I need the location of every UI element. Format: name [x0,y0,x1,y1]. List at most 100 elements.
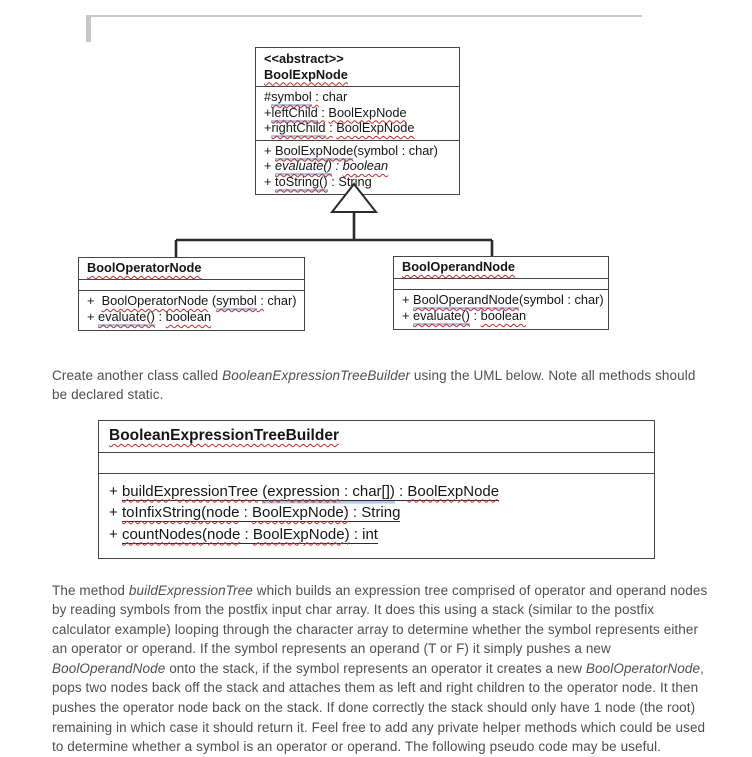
text-segment: (symbol : char) [519,292,604,307]
text-segment: (symbol : char) [353,142,438,158]
uml-class-title: BoolOperatorNode [79,258,304,279]
uml-class-name: BoolExpNode [264,67,451,83]
text-segment: countNodes(node [121,525,241,544]
frame-border-top [86,15,642,17]
uml-member-line: +leftChild : BoolExpNode [264,105,451,121]
description-paragraph: The method buildExpressionTree which bui… [52,581,708,757]
text-segment: : [317,104,325,120]
text-segment: toString() [275,173,328,189]
text-segment: : [239,504,253,522]
uml-class-booloperandnode: BoolOperandNode + BoolOperandNode(symbol… [393,256,609,330]
text-segment: : String [348,504,401,522]
text-segment: Create another class called [52,367,223,383]
uml-member-line: + toString() : String [264,174,451,190]
uml-class-name: BooleanExpressionTreeBuilder [109,425,644,447]
uml-member-line: + toInfixString(node : BoolExpNode) : St… [109,502,644,524]
text-segment: + [264,158,276,173]
text-segment: : [154,309,166,324]
uml-class-name: BoolOperatorNode [87,260,296,276]
text-segment: + [264,173,276,189]
text-segment: : [331,158,343,173]
instruction-paragraph: Create another class called BooleanExpre… [52,366,704,405]
text-segment: BoolExpNode) [252,504,349,522]
text-segment: + [264,104,272,120]
text-segment: : int [349,525,378,544]
uml-class-title: BooleanExpressionTreeBuilder [99,421,654,452]
uml-class-boolexpnode: <<abstract>> BoolExpNode #symbol : char+… [255,47,460,195]
text-segment: BoolOperatorNode [101,293,209,308]
text-segment: BoolExpNode [264,66,348,82]
text-segment: : char[]) [339,482,395,501]
text-segment: boolean [342,158,389,173]
uml-class-title: <<abstract>> BoolExpNode [256,48,459,86]
uml-class-title: BoolOperandNode [394,257,608,278]
uml-member-line: + evaluate() : boolean [402,308,600,324]
text-segment: BoolExpNode [336,120,415,135]
text-segment: BooleanExpressionTreeBuilder [222,367,411,383]
text-segment: <<abstract>> [264,51,344,66]
text-segment: + [264,120,272,135]
text-segment: buildExpressionTree [121,482,259,501]
uml-fields-section-empty [79,279,304,290]
text-segment: symbol [216,293,257,308]
text-segment: which builds an expression tree comprise… [52,582,708,657]
text-segment: symbol [271,89,312,104]
text-segment: BoolExpNode [407,482,500,501]
uml-stereotype: <<abstract>> [264,51,451,67]
text-segment: BoolOperandNode [413,292,520,307]
uml-member-line: + BoolOperandNode(symbol : char) [402,292,604,308]
uml-methods-section: + buildExpressionTree (expression : char… [99,472,654,559]
text-segment: BoolOperandNode [402,259,516,274]
text-segment: + [264,142,276,158]
text-segment: BoolOperatorNode [87,260,202,275]
text-segment: # [264,89,272,104]
uml-member-line: + buildExpressionTree (expression : char… [109,481,644,503]
uml-class-name: BoolOperandNode [402,259,600,275]
text-segment: : [469,308,481,323]
text-segment: buildExpressionTree [128,582,253,598]
uml-member-line: + evaluate() : boolean [87,309,296,325]
uml-class-booloperatornode: BoolOperatorNode + BoolOperatorNode (sym… [78,257,305,331]
uml-member-line: #symbol : char [264,89,451,105]
uml-member-line: + evaluate() : boolean [264,158,451,174]
text-segment: char) [263,293,297,308]
text-segment: : [394,482,408,501]
text-segment: : [240,525,253,544]
text-segment: BoolExpNode [275,142,354,158]
text-segment: leftChild [271,104,318,120]
text-segment: boolean [165,309,212,324]
text-segment: : [256,293,264,308]
inheritance-connector [174,182,494,258]
text-segment: toInfixString(node [121,504,240,522]
text-segment: + [87,293,102,308]
uml-methods-section: + BoolOperatorNode (symbol : char)+ eval… [79,290,304,330]
uml-member-line: + BoolOperatorNode (symbol : char) [87,293,297,309]
text-segment: onto the stack, if the symbol represents… [165,660,586,676]
text-segment: + [402,292,414,307]
uml-member-line: + BoolExpNode(symbol : char) [264,143,451,159]
text-segment: BoolExpNode [328,104,407,120]
text-segment: + [109,525,122,543]
text-segment: char [318,89,348,104]
uml-fields-section: #symbol : char+leftChild : BoolExpNode+r… [256,86,459,140]
uml-member-line: + countNodes(node : BoolExpNode) : int [109,524,644,546]
text-segment: rightChild [271,120,326,135]
text-segment: (expression [262,482,340,501]
text-segment: : [311,89,319,104]
text-segment: : [325,120,333,135]
text-segment: BooleanExpressionTreeBuilder [109,427,339,444]
text-segment: The method [52,582,129,598]
text-segment: + [109,504,122,521]
text-segment: + [87,309,99,324]
text-segment: using the UML below. Note all methods sh… [52,367,696,403]
uml-fields-section-empty [99,451,654,473]
text-segment: + [109,482,122,500]
uml-fields-section-empty [394,278,608,289]
inheritance-triangle-icon [329,182,379,213]
text-segment: evaluate() [275,158,332,173]
text-segment: boolean [480,308,527,323]
text-segment: ( [208,293,217,308]
text-segment: + [402,308,414,323]
text-segment: evaluate() [413,308,470,323]
